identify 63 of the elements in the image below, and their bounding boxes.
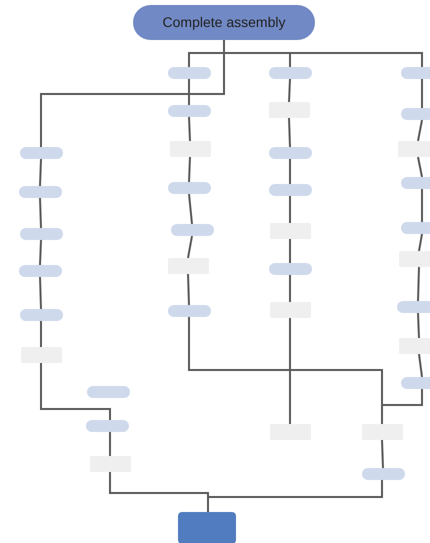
connector-line <box>421 79 423 108</box>
connector-line <box>188 116 191 142</box>
step-pill <box>362 468 404 480</box>
step-pill <box>20 309 62 321</box>
connector-line <box>289 275 291 302</box>
step-pill <box>86 420 128 432</box>
step-pill <box>18 186 62 198</box>
connector-line <box>40 363 111 420</box>
step-pill <box>86 386 130 398</box>
connector-line <box>109 432 111 456</box>
placeholder-box <box>20 347 62 363</box>
connector-line <box>39 198 42 228</box>
placeholder-box <box>268 102 310 118</box>
step-pill <box>168 105 210 117</box>
connector-line <box>417 266 420 302</box>
connector-line <box>417 120 423 142</box>
connector-line <box>417 312 420 338</box>
connector-line <box>289 318 291 424</box>
connector-line <box>187 236 193 258</box>
placeholder-box <box>170 141 210 157</box>
connector-line <box>207 480 383 512</box>
step-pill <box>268 147 312 159</box>
connector-line <box>418 354 423 378</box>
placeholder-box <box>90 456 130 472</box>
connector-line <box>187 274 190 306</box>
connector-line <box>188 79 190 105</box>
connector-line <box>289 159 291 184</box>
step-pill <box>170 224 214 236</box>
connector-line <box>40 321 42 347</box>
connector-line <box>421 189 423 222</box>
connector-line <box>39 276 42 310</box>
step-pill <box>396 301 430 313</box>
placeholder-box <box>398 251 430 267</box>
connector-line <box>188 156 191 182</box>
step-pill <box>168 182 210 194</box>
start-terminal: Complete assembly <box>133 4 315 40</box>
connector-line <box>289 196 291 223</box>
connector-line <box>417 156 423 178</box>
placeholder-box <box>398 338 430 354</box>
placeholder-box <box>270 223 310 239</box>
step-pill <box>168 67 210 79</box>
placeholder-box <box>398 141 430 157</box>
placeholder-box <box>168 258 208 274</box>
connector-line <box>188 194 193 224</box>
step-pill <box>268 67 312 79</box>
step-pill <box>20 228 62 240</box>
connector-line <box>381 440 384 468</box>
connector-line <box>39 240 42 266</box>
step-pill <box>20 147 62 159</box>
connector-line <box>39 158 42 186</box>
step-pill <box>268 184 312 196</box>
connector-line <box>288 118 291 148</box>
placeholder-box <box>270 424 310 440</box>
connector-line <box>381 389 423 424</box>
end-box <box>178 512 236 543</box>
step-pill <box>18 265 62 277</box>
connector-line <box>418 234 423 252</box>
connector-line <box>288 78 291 102</box>
step-pill <box>168 305 210 317</box>
connector-line <box>289 239 291 263</box>
placeholder-box <box>270 302 310 318</box>
placeholder-box <box>362 424 402 440</box>
step-pill <box>268 263 312 275</box>
